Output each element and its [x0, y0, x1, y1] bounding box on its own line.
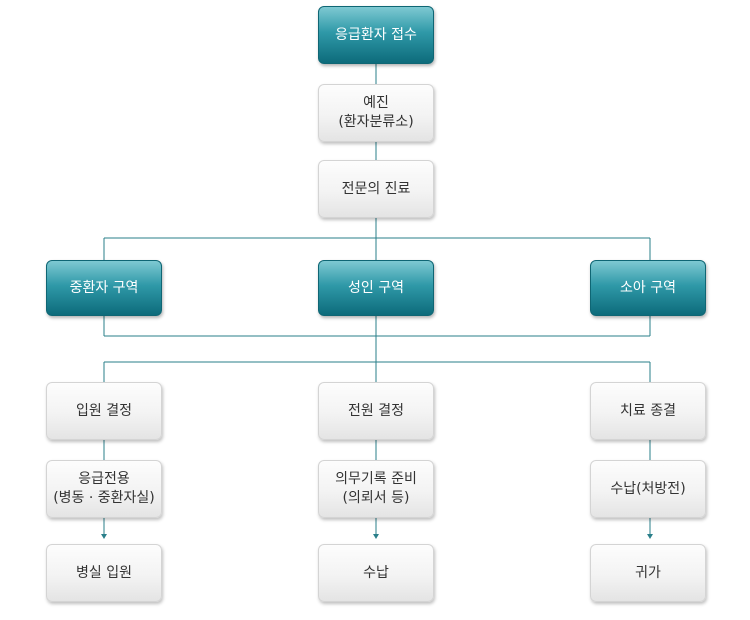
specialist-label: 전문의 진료 [341, 180, 411, 197]
go-home-label: 귀가 [635, 564, 661, 581]
adult-zone-label: 성인 구역 [348, 279, 404, 296]
ward-admission-node: 병실 입원 [46, 544, 162, 602]
records-sublabel: (의뢰서 등) [342, 490, 410, 506]
ward-admission-label: 병실 입원 [76, 564, 132, 581]
records-label: 의무기록 준비 [335, 471, 417, 488]
triage-label: 예진 [363, 95, 389, 112]
er-ward-label: 응급전용 [78, 471, 130, 488]
go-home-node: 귀가 [590, 544, 706, 602]
transfer-decision-node: 전원 결정 [318, 382, 434, 440]
er-ward-sublabel: (병동 · 중환자실) [53, 490, 155, 506]
intake-node: 응급환자 접수 [318, 6, 434, 64]
pediatric-zone-label: 소아 구역 [620, 279, 676, 296]
records-node: 의무기록 준비 (의뢰서 등) [318, 460, 434, 518]
er-ward-node: 응급전용 (병동 · 중환자실) [46, 460, 162, 518]
payment-node: 수납 [318, 544, 434, 602]
payment-label: 수납 [363, 564, 389, 581]
triage-sublabel: (환자분류소) [338, 114, 414, 130]
pediatric-zone-node: 소아 구역 [590, 260, 706, 316]
adult-zone-node: 성인 구역 [318, 260, 434, 316]
admission-decision-node: 입원 결정 [46, 382, 162, 440]
severe-zone-label: 중환자 구역 [69, 279, 139, 296]
treatment-end-node: 치료 종결 [590, 382, 706, 440]
triage-node: 예진 (환자분류소) [318, 84, 434, 142]
specialist-node: 전문의 진료 [318, 160, 434, 218]
treatment-end-label: 치료 종결 [620, 402, 676, 419]
severe-zone-node: 중환자 구역 [46, 260, 162, 316]
intake-label: 응급환자 접수 [335, 26, 417, 43]
admission-decision-label: 입원 결정 [76, 402, 132, 419]
transfer-decision-label: 전원 결정 [348, 402, 404, 419]
payment-prescription-node: 수납(처방전) [590, 460, 706, 518]
payment-prescription-label: 수납(처방전) [610, 480, 686, 497]
